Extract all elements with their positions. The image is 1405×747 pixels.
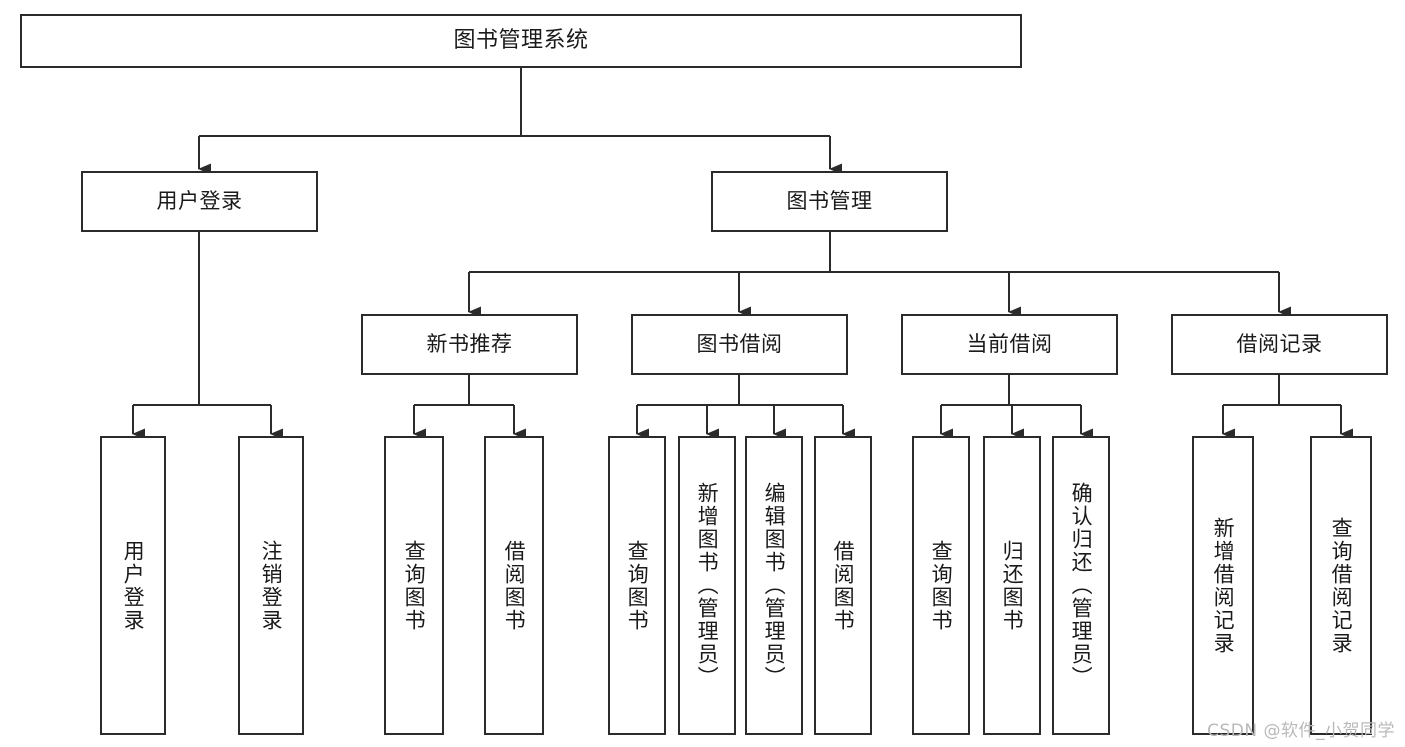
node-leaf-add-borrow-record-label: 新增借阅记录 [1211,516,1236,655]
node-new-book-rec[interactable]: 新书推荐 [361,314,578,375]
node-book-manage-label: 图书管理 [786,188,873,213]
node-book-manage[interactable]: 图书管理 [711,171,948,232]
node-leaf-edit-book-admin[interactable]: 编辑图书（管理员） [745,436,803,735]
node-leaf-add-borrow-record[interactable]: 新增借阅记录 [1192,436,1254,735]
node-root-label: 图书管理系统 [453,27,589,53]
node-borrow-record[interactable]: 借阅记录 [1171,314,1388,375]
node-leaf-borrow-book-label: 借阅图书 [831,539,856,632]
node-leaf-query-book-rec[interactable]: 查询图书 [384,436,444,735]
node-leaf-query-borrow-record[interactable]: 查询借阅记录 [1310,436,1372,735]
node-root[interactable]: 图书管理系统 [20,14,1022,68]
node-leaf-return-book-label: 归还图书 [1000,539,1025,632]
node-leaf-add-book-admin-label: 新增图书（管理员） [695,482,720,689]
node-new-book-rec-label: 新书推荐 [426,331,513,356]
node-current-borrow-label: 当前借阅 [966,331,1053,356]
node-leaf-borrow-book-rec[interactable]: 借阅图书 [484,436,544,735]
node-leaf-query-book-current[interactable]: 查询图书 [912,436,970,735]
node-book-borrow-label: 图书借阅 [696,331,783,356]
csdn-watermark: CSDN @软件_小贺同学 [1207,721,1395,741]
node-leaf-user-logout-label: 注销登录 [259,539,284,632]
node-user-login[interactable]: 用户登录 [81,171,318,232]
node-current-borrow[interactable]: 当前借阅 [901,314,1118,375]
node-leaf-user-logout[interactable]: 注销登录 [238,436,304,735]
node-leaf-confirm-return-admin-label: 确认归还（管理员） [1069,482,1094,689]
node-leaf-confirm-return-admin[interactable]: 确认归还（管理员） [1052,436,1110,735]
node-leaf-return-book[interactable]: 归还图书 [983,436,1041,735]
node-leaf-query-book-current-label: 查询图书 [929,539,954,632]
node-user-login-label: 用户登录 [156,188,243,213]
node-leaf-borrow-book-rec-label: 借阅图书 [502,539,527,632]
node-leaf-query-book-rec-label: 查询图书 [402,539,427,632]
node-leaf-query-book-borrow-label: 查询图书 [625,539,650,632]
node-book-borrow[interactable]: 图书借阅 [631,314,848,375]
node-leaf-query-borrow-record-label: 查询借阅记录 [1329,516,1354,655]
node-leaf-user-login-label: 用户登录 [121,539,146,632]
node-borrow-record-label: 借阅记录 [1236,331,1323,356]
node-leaf-borrow-book[interactable]: 借阅图书 [814,436,872,735]
node-leaf-user-login[interactable]: 用户登录 [100,436,166,735]
node-leaf-edit-book-admin-label: 编辑图书（管理员） [762,482,787,689]
node-leaf-add-book-admin[interactable]: 新增图书（管理员） [678,436,736,735]
node-leaf-query-book-borrow[interactable]: 查询图书 [608,436,666,735]
